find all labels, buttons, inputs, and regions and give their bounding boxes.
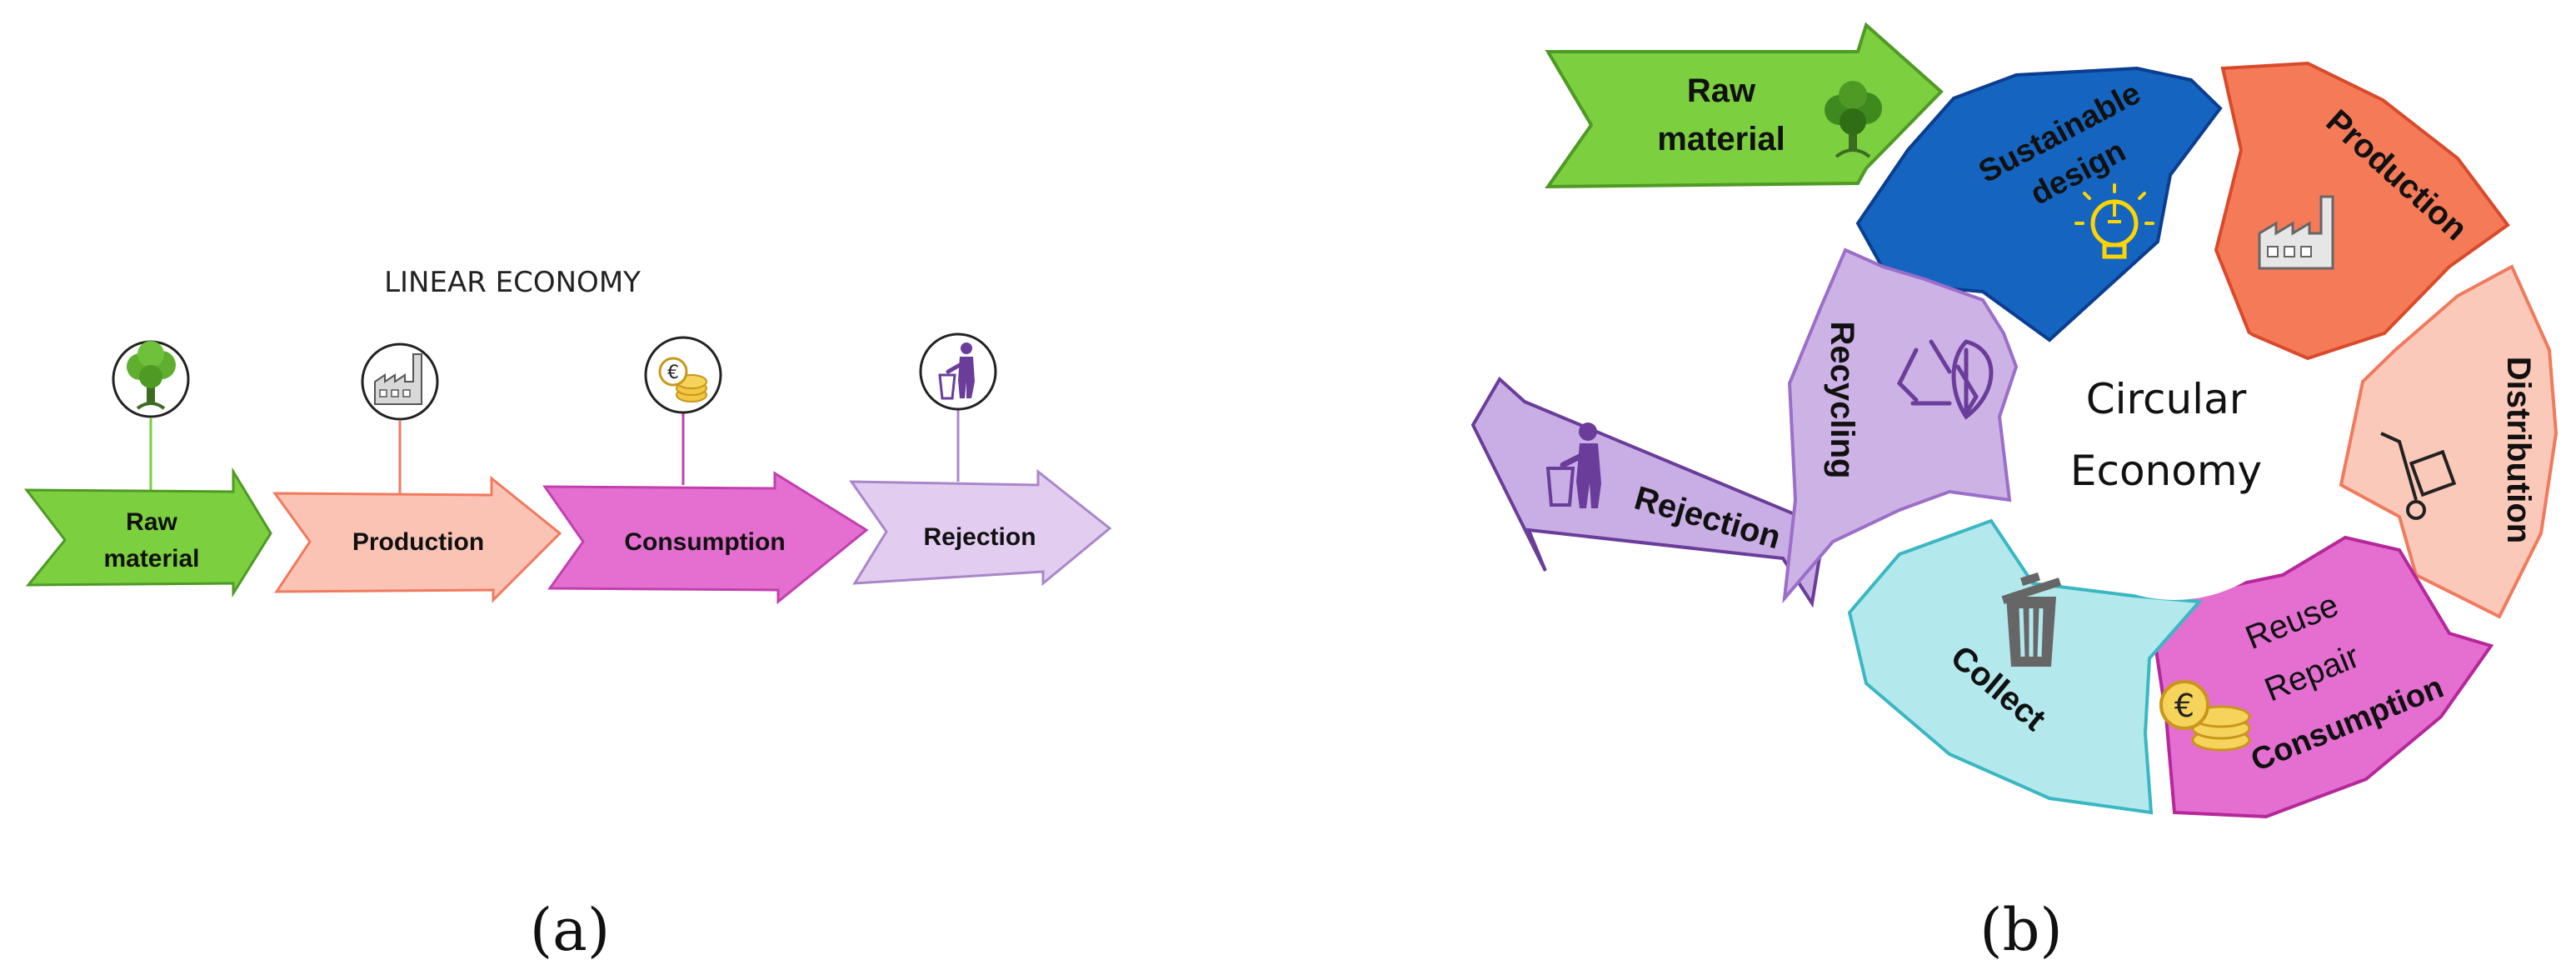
lightbulb-icon bbox=[2074, 183, 2154, 259]
center-disc bbox=[2031, 313, 2318, 600]
linear-label-rejection: Rejection bbox=[923, 523, 1036, 551]
circular-arrow-raw-material bbox=[1545, 22, 1944, 189]
linear-label-raw-material-2: material bbox=[103, 545, 199, 572]
panel-a-linear-economy: LINEAR ECONOMY Raw material Production C… bbox=[23, 266, 1112, 964]
center-label-circular: Circular bbox=[2086, 375, 2247, 423]
factory-icon bbox=[361, 342, 439, 421]
segment-sustainable-design bbox=[1855, 66, 2223, 342]
linear-label-raw-material-1: Raw bbox=[126, 508, 177, 536]
caption-b: (b) bbox=[1979, 896, 2062, 964]
linear-label-consumption: Consumption bbox=[624, 528, 785, 556]
trash-person-icon bbox=[1545, 422, 1601, 508]
segment-label-recycling: Recycling bbox=[1824, 322, 1860, 479]
circular-arrow-rejection bbox=[1470, 376, 1827, 608]
tree-icon bbox=[1825, 81, 1882, 158]
hand-truck-icon bbox=[2380, 432, 2457, 520]
caption-a: (a) bbox=[530, 896, 610, 964]
circular-label-raw-2: material bbox=[1657, 121, 1785, 158]
tree-icon bbox=[112, 340, 190, 418]
factory-icon bbox=[2258, 195, 2334, 270]
linear-label-production: Production bbox=[352, 528, 484, 556]
segment-recycling bbox=[1782, 248, 2019, 604]
circular-label-raw-1: Raw bbox=[1687, 72, 1756, 109]
recycle-icon bbox=[1896, 339, 1994, 420]
euro-coins-icon: € bbox=[644, 336, 722, 414]
segment-label-distribution: Distribution bbox=[2500, 357, 2537, 543]
trash-person-icon bbox=[919, 332, 997, 411]
svg-text:€: € bbox=[2174, 688, 2194, 724]
linear-arrow-raw-material bbox=[23, 467, 272, 598]
svg-text:€: € bbox=[667, 362, 679, 383]
icon-stems bbox=[149, 410, 960, 495]
panel-b-circular-economy: Circular Economy Raw material Sustainabl… bbox=[1470, 22, 2559, 964]
trash-can-icon bbox=[2001, 572, 2062, 667]
linear-economy-title: LINEAR ECONOMY bbox=[384, 266, 641, 299]
linear-arrow-consumption bbox=[542, 471, 869, 605]
linear-arrow-rejection bbox=[849, 468, 1112, 587]
linear-arrow-production bbox=[272, 475, 562, 603]
center-label-economy: Economy bbox=[2070, 447, 2262, 495]
segment-distribution bbox=[2339, 264, 2559, 619]
segment-production bbox=[2214, 61, 2510, 361]
euro-coins-icon: € bbox=[2159, 680, 2251, 752]
